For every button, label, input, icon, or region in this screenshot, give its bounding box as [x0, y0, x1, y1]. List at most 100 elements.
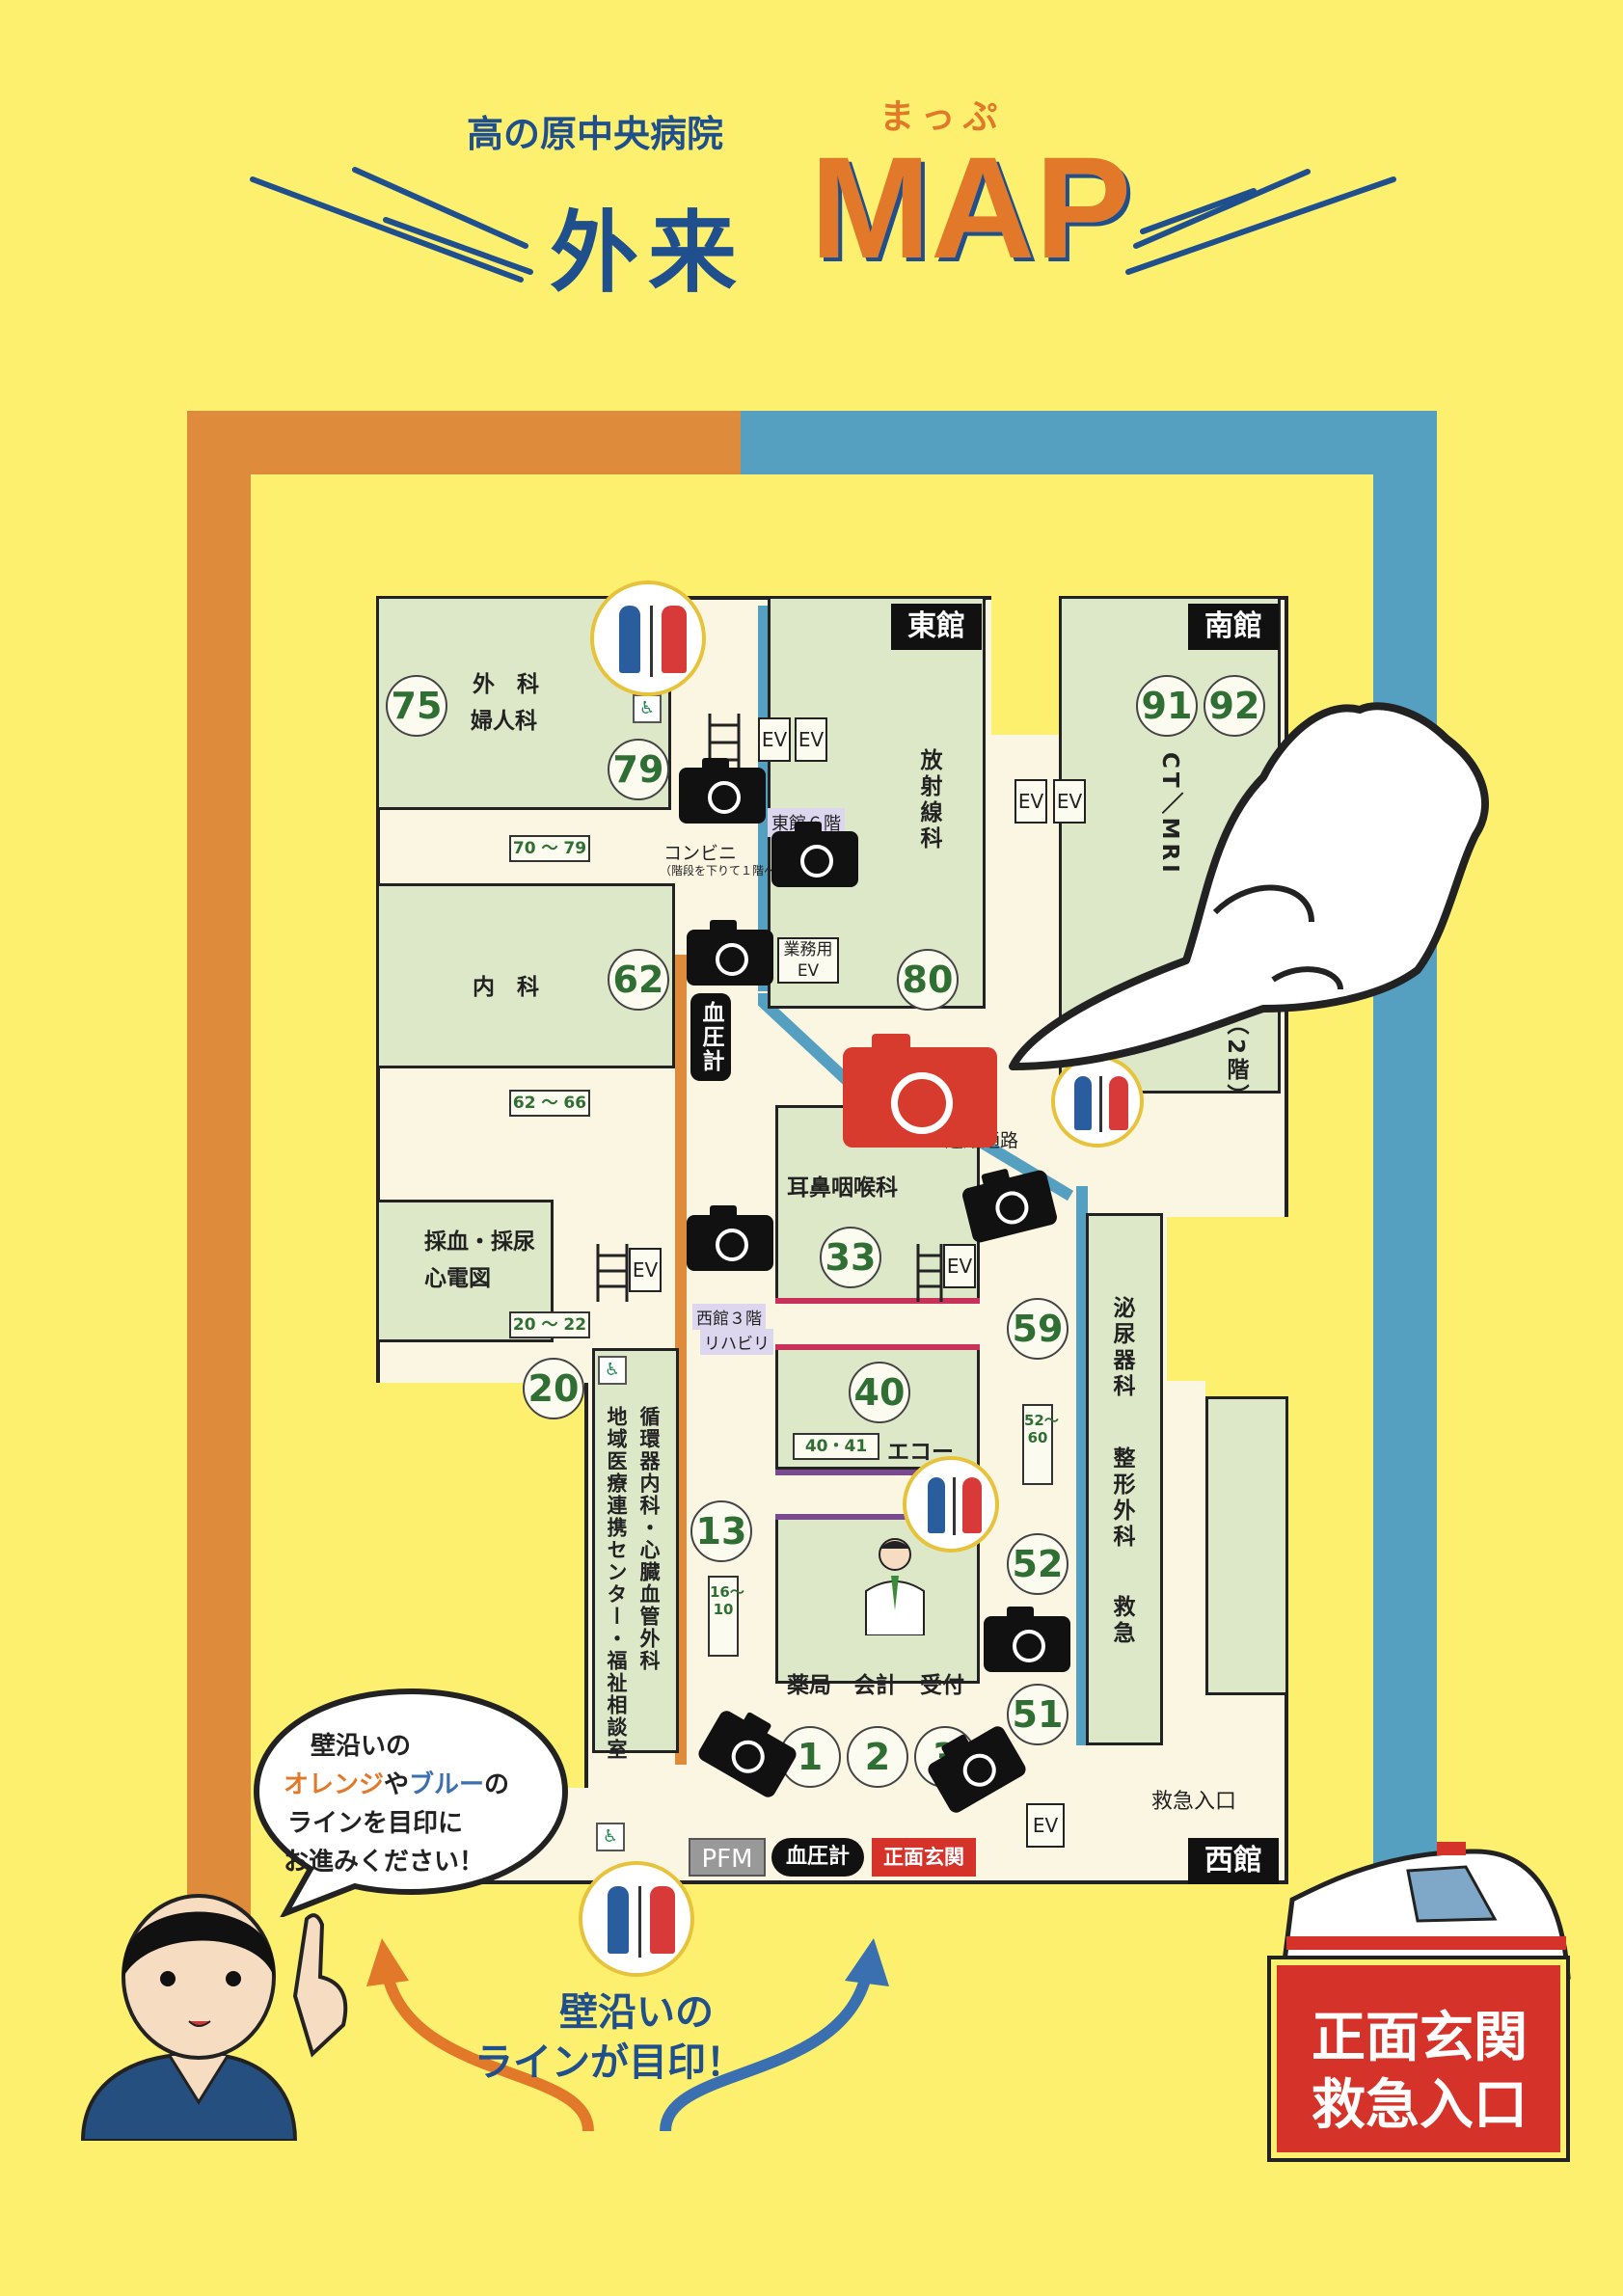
camera-icon-highlighted[interactable] — [843, 1034, 997, 1148]
room-number-75: 75 — [386, 675, 447, 737]
title-speed-lines — [250, 167, 1396, 283]
label-ent: 耳鼻咽喉科 — [787, 1175, 898, 1201]
speech-line2: オレンジやブルーの — [284, 1765, 509, 1800]
wheelchair-icon: ♿ — [633, 694, 662, 723]
wheelchair-icon: ♿ — [596, 1823, 625, 1851]
room-urology[interactable] — [1086, 1213, 1163, 1745]
title-map: MAP — [810, 126, 1132, 288]
camera-icon[interactable] — [687, 920, 773, 986]
label-blood: 採血・採尿 — [424, 1229, 535, 1255]
restroom-icon[interactable] — [1051, 1055, 1144, 1148]
room-number-92: 92 — [1204, 675, 1265, 737]
label-west3: 西館３階 — [692, 1304, 766, 1330]
elevator-icon: EV — [795, 717, 827, 762]
nurse-guide-icon — [80, 1894, 348, 2141]
building-west-tag: 西館 — [1188, 1838, 1279, 1884]
title-ruby: まっぷ — [879, 97, 1006, 137]
room-number-51: 51 — [1007, 1684, 1068, 1745]
label-floor2: （2階） — [1223, 1013, 1248, 1111]
room-number-62: 62 — [608, 949, 669, 1011]
room-blood[interactable] — [376, 1200, 554, 1342]
room-number-79: 79 — [608, 739, 669, 800]
pharmacy-wall-accent — [775, 1514, 980, 1520]
label-orthopedics: 整形外科 — [1109, 1446, 1134, 1551]
label-gynecology: 婦人科 — [471, 709, 537, 734]
building-south-tag: 南館 — [1188, 604, 1279, 650]
bp-tag: 血圧計 — [771, 1838, 864, 1877]
orange-guide-line-vertical — [187, 411, 251, 2012]
camera-icon[interactable] — [679, 758, 766, 824]
speech-orange: オレンジ — [284, 1770, 385, 1799]
corridor-blue-strip2 — [1076, 1186, 1088, 1745]
counter-number-2: 2 — [847, 1726, 908, 1788]
room-number-20: 20 — [523, 1358, 584, 1419]
speech-line4: お進みください！ — [284, 1848, 485, 1877]
room-number-40: 40 — [849, 1362, 910, 1423]
room-west[interactable] — [1205, 1396, 1288, 1695]
elevator-icon: EV — [629, 1248, 662, 1292]
stairs-icon — [596, 1244, 629, 1302]
restroom-icon[interactable] — [579, 1861, 694, 1977]
plan-cutout-right — [1167, 1217, 1292, 1381]
orange-guide-line — [187, 411, 741, 474]
guide-arrows — [366, 1938, 889, 2132]
label-rehab: リハビリ — [700, 1329, 773, 1355]
label-surgery: 外 科 — [473, 672, 539, 697]
range-16-10: 16〜10 — [708, 1576, 744, 1657]
speech-bubble — [253, 1688, 569, 1917]
doctor-icon — [865, 1538, 925, 1635]
camera-icon[interactable] — [771, 822, 858, 887]
room-cardio[interactable] — [592, 1348, 679, 1753]
speech-ya: や — [384, 1770, 410, 1799]
label-emergency: 救急 — [1109, 1595, 1134, 1647]
room-number-33: 33 — [820, 1227, 881, 1288]
speech-no: の — [484, 1770, 510, 1799]
label-radiology: 放射線科 — [916, 748, 941, 852]
range-70-79: 70 〜 79 — [509, 835, 590, 862]
entrance-sign-line1: 正面玄関 — [1312, 2007, 1528, 2069]
room-number-52: 52 — [1007, 1533, 1068, 1595]
entrance-sign[interactable]: 正面玄関 救急入口 — [1267, 1956, 1570, 2162]
elevator-icon: EV — [1014, 779, 1047, 824]
footer-text-line2: ラインが目印！ — [474, 2040, 744, 2085]
pfm-tag: PFM — [689, 1838, 766, 1877]
speech-blue: ブルー — [409, 1770, 485, 1799]
label-bp: 血圧計 — [690, 993, 731, 1081]
room-number-59: 59 — [1007, 1298, 1068, 1360]
echo-wall-accent2 — [775, 1470, 980, 1475]
range-20-22: 20 〜 22 — [509, 1311, 590, 1338]
label-ct: CT／MRI — [1157, 752, 1182, 877]
camera-icon[interactable] — [984, 1607, 1070, 1672]
stairs-icon — [916, 1244, 943, 1302]
speech-line1: 壁沿いの — [311, 1732, 412, 1761]
elevator-icon: EV — [1026, 1803, 1065, 1848]
range-52-60: 52〜60 — [1022, 1404, 1059, 1485]
restroom-icon[interactable] — [590, 581, 706, 696]
elevator-icon: EV — [758, 717, 791, 762]
ent-wall-accent — [775, 1298, 980, 1304]
speech-line3: ラインを目印に — [287, 1809, 464, 1838]
entrance-sign-line2: 救急入口 — [1312, 2074, 1528, 2137]
label-emergency-entrance: 救急入口 — [1151, 1790, 1237, 1814]
blue-guide-line — [741, 411, 1437, 474]
label-internal: 内 科 — [473, 975, 539, 1000]
blue-guide-line-vertical — [1373, 411, 1437, 1915]
range-40-41: 40・41 — [793, 1433, 879, 1460]
restroom-icon[interactable] — [903, 1456, 999, 1553]
label-convenience: コンビニ — [663, 843, 738, 864]
building-east-tag: 東館 — [891, 604, 982, 650]
room-number-13: 13 — [690, 1500, 752, 1562]
main-entrance-tag: 正面玄関 — [872, 1838, 976, 1877]
room-number-80: 80 — [897, 949, 959, 1011]
title-kanji: 外来 — [550, 202, 747, 305]
label-convenience-note: （階段を下りて１階へ） — [660, 864, 788, 878]
camera-icon[interactable] — [687, 1205, 773, 1271]
room-number-91: 91 — [1136, 675, 1198, 737]
pointing-hand-icon — [1009, 702, 1489, 1070]
hospital-name: 高の原中央病院 — [467, 113, 724, 155]
plan-cutout — [991, 590, 1059, 735]
label-ecg: 心電図 — [424, 1266, 491, 1291]
label-staff-ev: 業務用EV — [777, 937, 839, 984]
label-cardio: 循環器内科・心臓血管外科 — [637, 1406, 661, 1672]
label-pharmacy: 薬局 会計 受付 — [787, 1673, 964, 1698]
